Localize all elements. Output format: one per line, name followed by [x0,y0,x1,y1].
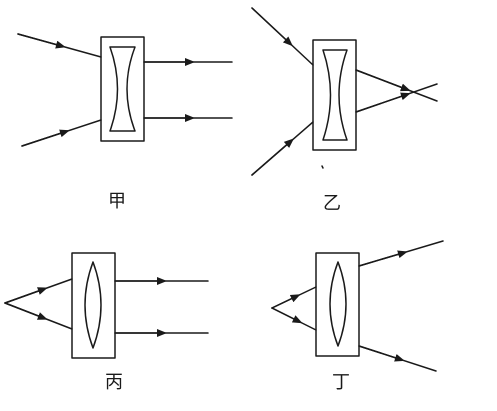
ray-arrow-out-upper-yi [355,69,411,92]
ray-arrow-in-lower-bing [4,302,48,320]
lens-box-bing [71,252,116,359]
panel-yi [251,7,438,176]
panel-bing [4,252,209,359]
ray-arrow-out-upper-ding [358,250,408,267]
lens-box-ding [315,252,360,357]
ray-arrow-in-upper-jia [17,33,66,49]
convex-lens-bing [84,261,102,349]
convex-lens-ding [329,261,347,347]
ray-arrow-in-lower-jia [21,129,70,147]
ray-arrow-in-upper-yi [251,7,293,47]
concave-lens-jia [109,46,136,132]
ray-arrow-in-upper-ding [271,294,301,309]
panel-label-bing: 丙 [105,372,123,393]
lens-box-yi [312,39,357,151]
concave-lens-yi [322,49,348,141]
panel-label-yi: 乙 [323,193,341,214]
panel-jia [17,33,233,147]
ray-arrow-in-lower-yi [251,138,295,176]
ray-arrow-in-upper-bing [4,287,48,304]
panel-label-ding: 丁 [332,372,350,393]
lens-box-jia [100,36,145,142]
ray-arrow-out-lower-ding [358,345,405,362]
tick-mark-yi [321,165,324,169]
ray-arrow-out-lower-yi [355,92,411,113]
panel-ding [271,240,444,372]
panel-label-jia: 甲 [108,191,126,212]
ray-arrow-in-lower-ding [271,307,303,324]
